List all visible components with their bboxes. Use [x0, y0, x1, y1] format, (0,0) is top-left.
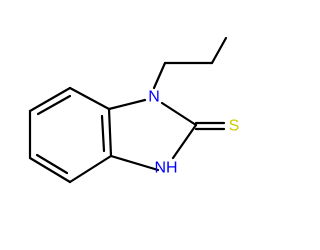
- ring-bond-n1-c2: [160, 101, 198, 127]
- ring-bond-c2-nh: [171, 123, 198, 160]
- benzene-inner-bond-3: [36, 94, 72, 116]
- benzene-bond-3: [28, 156, 72, 184]
- sulfur-atom-label: S: [229, 118, 240, 135]
- benzene-bond-1: [107, 107, 113, 158]
- propyl-bond-1: [152, 61, 167, 90]
- ring-bond-n1-c7a: [107, 98, 147, 111]
- benzimidazole-thione-structure: N NH S: [28, 36, 240, 184]
- benzene-bond-5: [28, 86, 72, 113]
- benzene-bond-6: [68, 86, 111, 111]
- nitrogen-atom-label: N: [148, 89, 160, 106]
- benzene-bond-2: [68, 154, 113, 184]
- benzene-inner-bond-2: [35, 153, 69, 175]
- propyl-bond-3: [210, 36, 228, 65]
- nh-atom-label: NH: [154, 160, 177, 177]
- ring-bond-nh-c3a: [109, 154, 160, 172]
- benzene-inner-bond-1: [100, 114, 106, 153]
